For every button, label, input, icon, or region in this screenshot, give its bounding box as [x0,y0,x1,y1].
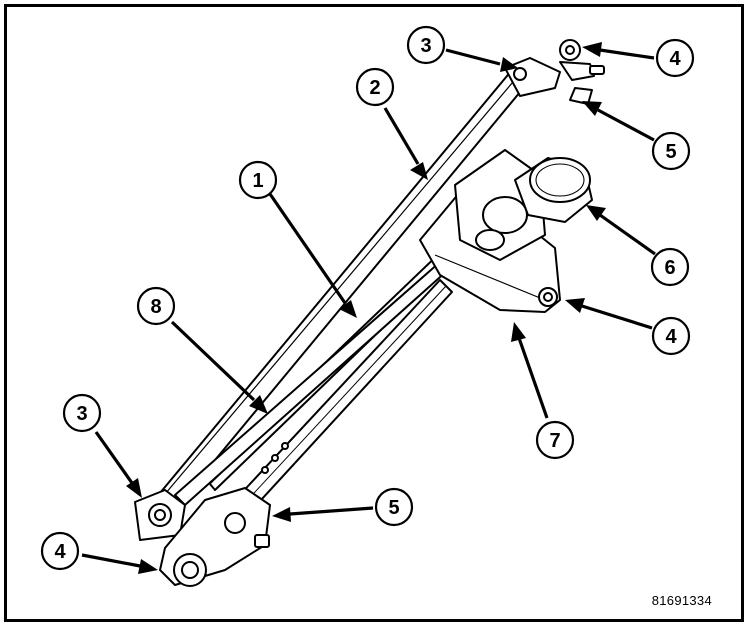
leader-lines [81,42,656,574]
diagram-frame [4,4,744,622]
callout-4-lower: 4 [40,531,80,571]
callout-label: 2 [369,77,380,99]
callout-label: 4 [54,541,66,563]
callout-4-right: 4 [651,316,691,356]
leader-7 [517,337,549,419]
callout-label: 5 [388,497,399,519]
leader-8 [170,320,256,402]
arrowhead-3-upper [500,57,518,72]
arrowhead-5-upper [582,101,602,116]
callout-label: 4 [669,48,681,70]
callout-6: 6 [650,247,690,287]
leader-3-upper [445,48,501,66]
callout-label: 8 [150,296,161,318]
callout-label: 5 [665,141,676,163]
callout-label: 7 [549,430,560,452]
callout-3-upper: 3 [406,25,446,65]
callout-label: 1 [252,170,263,192]
leader-1 [268,193,347,304]
callout-4-upper: 4 [655,38,695,78]
callout-8: 8 [136,286,176,326]
figure-number: 81691334 [651,593,712,608]
leader-5-upper [597,108,655,142]
leader-4-lower [81,553,141,568]
arrowhead-4-lower [138,559,158,574]
lower-link [174,261,449,506]
callout-5-lower: 5 [374,487,414,527]
callout-7: 7 [535,420,575,460]
leader-4-right [581,304,653,330]
callout-label: 4 [665,326,677,348]
arrowhead-4-upper [582,42,602,57]
leader-3-lower [94,431,134,484]
leader-5-lower [289,506,374,516]
leader-2 [383,107,420,165]
arrowhead-8 [249,395,268,414]
callout-2: 2 [355,67,395,107]
callout-label: 3 [76,403,87,425]
callout-5-upper: 5 [651,131,691,171]
arrowhead-4-right [565,298,585,313]
arrowhead-2 [410,162,428,180]
arrowhead-1 [339,300,357,318]
leader-4-upper [599,48,655,60]
arrowhead-5-lower [272,507,291,522]
callout-3-lower: 3 [62,393,102,433]
arrowhead-6 [586,205,606,221]
arrowhead-3-lower [126,478,142,498]
callout-1: 1 [238,160,278,200]
callout-label: 3 [420,35,431,57]
linkage-artwork [134,39,605,587]
leader-6 [599,213,656,256]
arrowhead-7 [511,322,526,342]
callout-label: 6 [664,257,675,279]
